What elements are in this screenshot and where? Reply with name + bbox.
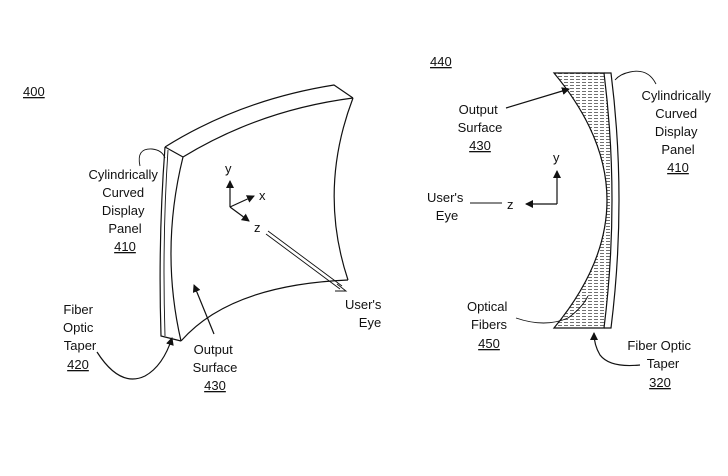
z-axis-label: z bbox=[507, 197, 514, 212]
optical-fibers-hatch bbox=[554, 73, 612, 328]
y-axis-label: y bbox=[225, 161, 232, 176]
taper-ref: 320 bbox=[649, 375, 671, 390]
taper-ref: 420 bbox=[67, 357, 89, 372]
axes-2d: y z bbox=[507, 150, 561, 212]
fiber-optic-taper-shape bbox=[552, 72, 613, 329]
display-panel-label: Cylindrically Curved Display Panel bbox=[642, 88, 715, 157]
taper-leader-arrow bbox=[590, 332, 641, 367]
output-surface-leader-arrow bbox=[192, 284, 215, 335]
output-surface-bottom-edge bbox=[180, 279, 349, 342]
fibers-label: Optical Fibers bbox=[467, 299, 511, 332]
fibers-leader bbox=[515, 295, 589, 324]
display-panel-ref: 410 bbox=[667, 160, 689, 175]
axes-3d: y x z bbox=[225, 161, 266, 235]
output-surface-label: Output Surface bbox=[458, 102, 503, 135]
taper-label: Fiber Optic Taper bbox=[627, 338, 694, 371]
fibers-ref: 450 bbox=[478, 336, 500, 351]
taper-back-edge bbox=[159, 146, 182, 342]
eye-label: User's Eye bbox=[345, 297, 385, 330]
display-panel-leader bbox=[614, 70, 657, 85]
eye-ray bbox=[265, 230, 348, 292]
x-axis-label: x bbox=[259, 188, 266, 203]
x-axis-arrow bbox=[229, 195, 255, 208]
eye-label: User's Eye bbox=[427, 190, 467, 223]
display-panel-layer bbox=[163, 149, 169, 337]
y-axis-label: y bbox=[553, 150, 560, 165]
curved-display-side-view bbox=[552, 72, 620, 329]
output-surface-ref: 430 bbox=[469, 138, 491, 153]
right-figure: 440 y z User's Eye Output Surface 430 Cy… bbox=[427, 54, 715, 390]
display-panel-ref: 410 bbox=[114, 239, 136, 254]
taper-label: Fiber Optic Taper bbox=[63, 302, 97, 353]
panel-top-back-edge bbox=[164, 84, 354, 148]
eye-ray-arrow bbox=[265, 230, 348, 292]
output-surface-top-edge bbox=[182, 97, 354, 158]
output-surface-left-edge bbox=[170, 156, 184, 342]
display-panel-label: Cylindrically Curved Display Panel bbox=[89, 167, 162, 236]
curved-display-3d bbox=[159, 84, 354, 342]
output-surface-leader-arrow bbox=[505, 87, 570, 109]
taper-leader-arrow bbox=[96, 337, 174, 380]
panel-top-side-edge bbox=[164, 146, 184, 158]
left-figure: 400 y x z Cylindrically Curved Display bbox=[23, 84, 385, 393]
output-surface-right-edge bbox=[333, 97, 354, 281]
z-axis-arrow bbox=[229, 206, 250, 222]
output-surface-ref: 430 bbox=[204, 378, 226, 393]
output-surface-label: Output Surface bbox=[193, 342, 238, 375]
z-axis-label: z bbox=[254, 220, 261, 235]
display-panel-shape bbox=[604, 72, 620, 329]
display-panel-leader bbox=[138, 148, 166, 167]
figure-number: 400 bbox=[23, 84, 45, 99]
figure-number: 440 bbox=[430, 54, 452, 69]
